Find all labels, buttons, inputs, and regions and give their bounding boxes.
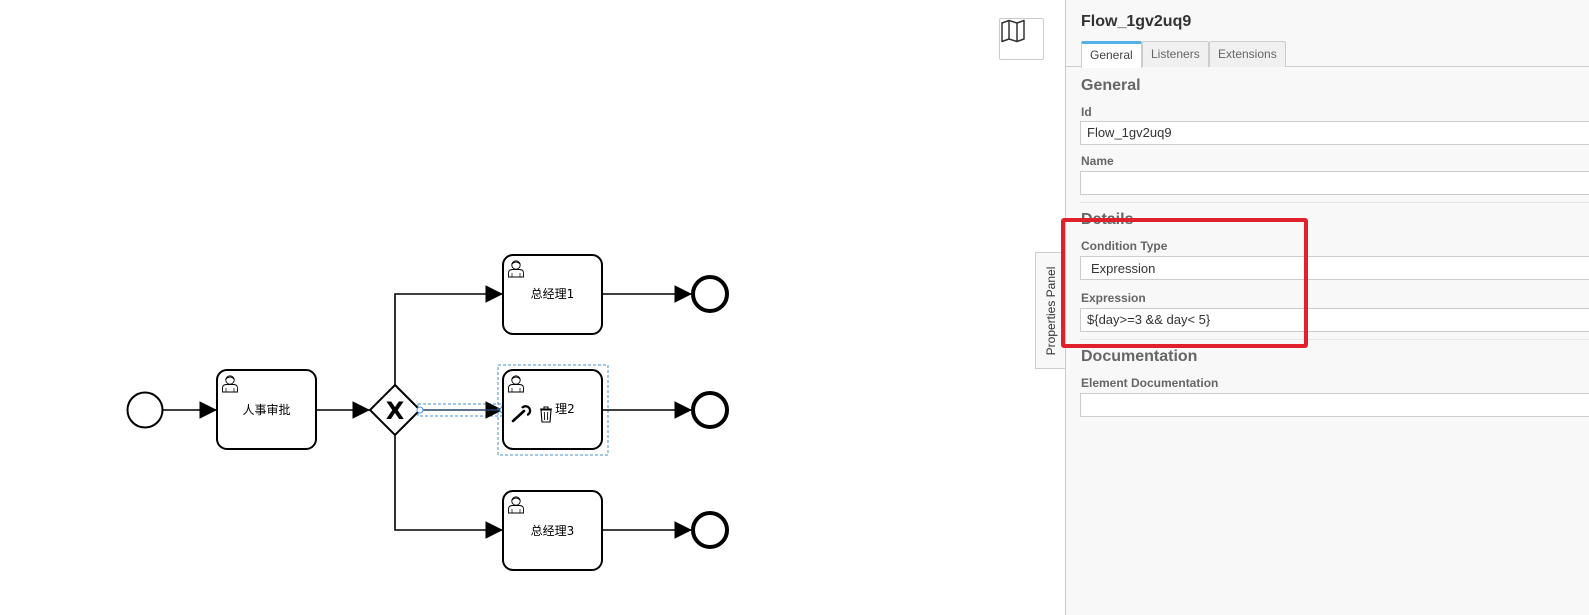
expression-input[interactable]: ${day>=3 && day< 5}	[1080, 308, 1589, 332]
tab-extensions[interactable]: Extensions	[1209, 41, 1286, 67]
group-title-general: General	[1081, 77, 1141, 94]
id-input[interactable]: Flow_1gv2uq9	[1080, 121, 1589, 145]
id-label: Id	[1081, 105, 1092, 119]
panel-tabs: General Listeners Extensions	[1066, 41, 1589, 68]
group-title-details: Details	[1081, 211, 1134, 228]
panel-title: Flow_1gv2uq9	[1081, 13, 1192, 30]
tab-general[interactable]: General	[1081, 41, 1142, 68]
group-title-documentation: Documentation	[1081, 348, 1198, 365]
exclusive-gateway[interactable]: X	[368, 383, 422, 437]
gateway-x-icon: X	[386, 397, 405, 425]
properties-panel: Flow_1gv2uq9 General Listeners Extension…	[1065, 0, 1589, 615]
element-documentation-input[interactable]	[1080, 393, 1589, 417]
end-event[interactable]	[691, 511, 729, 549]
user-task-hr[interactable]: 人事审批	[216, 369, 317, 450]
task-label: 总经理3	[531, 524, 575, 538]
sequence-flow[interactable]	[394, 285, 503, 385]
task-label: 总经理1	[531, 287, 575, 301]
tab-listeners[interactable]: Listeners	[1142, 41, 1209, 67]
selected-sequence-flow[interactable]	[416, 401, 507, 419]
wrench-icon[interactable]	[511, 405, 532, 423]
properties-panel-toggle[interactable]: Properties Panel	[1035, 252, 1065, 369]
trash-icon[interactable]	[538, 404, 554, 423]
condition-type-select[interactable]: Expression	[1080, 256, 1589, 280]
task-label: 人事审批	[242, 402, 290, 417]
expression-label: Expression	[1081, 291, 1146, 305]
minimap-toggle-button[interactable]	[999, 18, 1044, 60]
name-input[interactable]	[1080, 171, 1589, 195]
task-label: 理2	[555, 402, 575, 416]
element-documentation-label: Element Documentation	[1081, 376, 1219, 390]
user-task-gm3[interactable]: 总经理3	[502, 490, 603, 571]
end-event[interactable]	[691, 391, 729, 429]
bendpoint-handle[interactable]	[416, 406, 424, 414]
group-divider	[1080, 339, 1589, 340]
user-task-gm2[interactable]: 理2	[497, 364, 609, 456]
condition-type-label: Condition Type	[1081, 239, 1168, 253]
name-label: Name	[1081, 154, 1114, 168]
bpmn-canvas[interactable]: 人事审批 X 总经理1	[0, 0, 1065, 615]
sequence-flow[interactable]	[394, 435, 503, 539]
user-task-gm1[interactable]: 总经理1	[502, 254, 603, 335]
end-event[interactable]	[691, 275, 729, 313]
start-event[interactable]	[126, 391, 164, 429]
properties-panel-toggle-label: Properties Panel	[1043, 266, 1058, 355]
map-icon	[1001, 19, 1025, 43]
bpmn-diagram: 人事审批 X 总经理1	[126, 254, 729, 571]
group-divider	[1080, 202, 1589, 203]
